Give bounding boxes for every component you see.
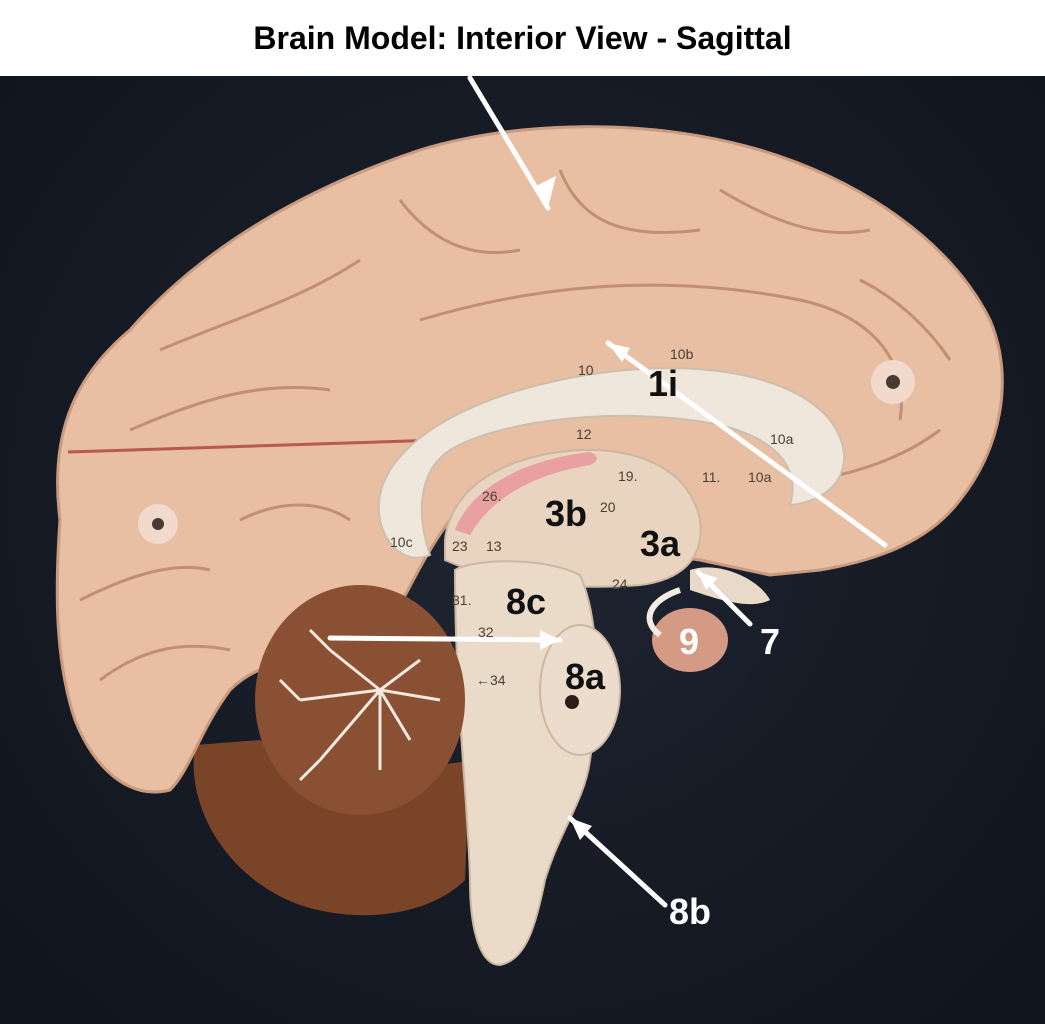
page-title: Brain Model: Interior View - Sagittal [253, 19, 792, 56]
brain-model-photo: 10 10b 10a 10a 11. 12 19. 20 26. 10c 23 … [0, 76, 1045, 1024]
label-8b: 8b [669, 891, 712, 932]
arbor-vitae [278, 628, 441, 782]
sulci-lines [79, 169, 952, 682]
model-number-26: 26. [482, 488, 502, 504]
label-8a: 8a [565, 656, 606, 697]
mount-pin-right-hole [886, 375, 900, 389]
model-number-13: 13 [486, 538, 502, 554]
label-7: 7 [760, 621, 781, 662]
model-number-10a-upper: 10a [770, 431, 794, 447]
label-9: 9 [679, 621, 700, 662]
mount-pin-left-hole [152, 518, 164, 530]
infundibulum [646, 587, 682, 638]
model-number-23: 23 [452, 538, 468, 554]
model-number-10c: 10c [390, 534, 413, 550]
pons [539, 624, 621, 756]
model-number-10: 10 [578, 362, 594, 378]
model-number-19: 19. [618, 468, 638, 484]
label-3a: 3a [640, 523, 681, 564]
cerebellum-upper [255, 585, 465, 815]
brain-illustration [55, 76, 1004, 967]
model-number-12: 12 [576, 426, 592, 442]
pons-pin [565, 695, 579, 709]
model-number-11: 11. [702, 469, 721, 485]
label-3b: 3b [545, 493, 588, 534]
corpus-callosum [377, 367, 846, 559]
arrow-heads [536, 176, 718, 840]
label-8c: 8c [506, 581, 547, 622]
model-number-10a-lower: 10a [748, 469, 772, 485]
pituitary-gland [652, 608, 728, 672]
model-number-24: 24 [612, 576, 628, 592]
fornix [455, 452, 597, 535]
cut-line [67, 438, 441, 454]
model-number-32: 32 [478, 624, 494, 640]
label-1i: 1i [648, 363, 679, 404]
model-number-31: 31. [452, 592, 472, 608]
model-number-34: ←34 [476, 672, 506, 688]
model-number-10b: 10b [670, 346, 694, 362]
model-number-20: 20 [600, 499, 616, 515]
pointer-arrows [327, 76, 888, 908]
